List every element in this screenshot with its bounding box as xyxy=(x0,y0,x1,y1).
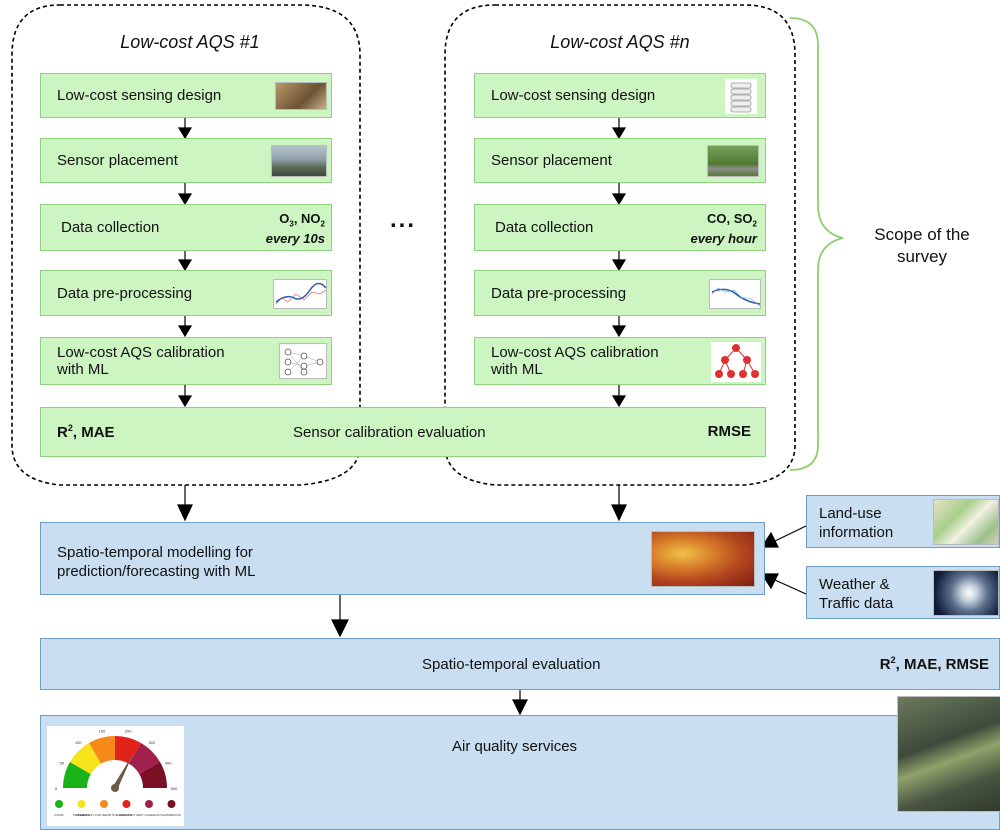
metric-left: R2, MAE xyxy=(57,423,115,441)
column-1-outline xyxy=(11,4,361,486)
column-1-arrows xyxy=(177,117,193,522)
step-placement-label: Sensor placement xyxy=(491,152,612,169)
landuse-label: Land-use information xyxy=(819,505,894,541)
metric-right: RMSE xyxy=(707,423,751,440)
gauge-tick-label: 50 xyxy=(60,760,65,765)
calibration-line-1: Low-cost AQS calibration xyxy=(57,344,225,361)
spatio-eval-box: Spatio-temporal evaluation R2, MAE, RMSE xyxy=(40,638,1000,690)
gauge-needle xyxy=(112,754,133,788)
step-design-label: Low-cost sensing design xyxy=(57,87,222,104)
spatio-modelling-label: Spatio-temporal modelling for prediction… xyxy=(57,544,256,580)
step-collection-1: Data collection O3, NO2 every 10s xyxy=(40,204,332,251)
sensor-eval-bar: R2, MAE Sensor calibration evaluation RM… xyxy=(40,407,766,457)
frequency-label: every hour xyxy=(690,231,757,246)
radiation-shield-image xyxy=(725,79,757,114)
column-n-title: Low-cost AQS #n xyxy=(550,32,690,52)
step-design-n: Low-cost sensing design xyxy=(474,73,766,118)
gauge-category-dot xyxy=(122,800,131,808)
landuse-box: Land-use information xyxy=(806,495,1000,548)
ellipsis: ... xyxy=(390,206,417,233)
step-design-1: Low-cost sensing design xyxy=(40,73,332,118)
gauge-category-label: UNHEALTHY xyxy=(118,813,136,817)
timeseries-plot-image xyxy=(273,279,327,309)
gauge-category-label: GOOD xyxy=(54,813,64,817)
gauge-segment xyxy=(139,762,167,788)
step-preprocessing-label: Data pre-processing xyxy=(57,284,193,302)
scope-label: Scope of the survey xyxy=(874,225,970,266)
sensor-eval-label: Sensor calibration evaluation xyxy=(293,424,486,441)
gauge-category-dot xyxy=(167,800,176,808)
step-collection-label: Data collection xyxy=(61,219,160,236)
city-map-image xyxy=(897,696,1000,812)
gauge-segment xyxy=(63,762,91,788)
gauge-segment xyxy=(69,742,101,774)
gauge-tick-label: 100 xyxy=(75,740,82,745)
step-calibration-n: Low-cost AQS calibration with ML xyxy=(474,337,766,385)
gauge-category-dot xyxy=(55,800,63,808)
timeseries-plot-image xyxy=(709,279,761,309)
column-n-arrows xyxy=(611,117,627,522)
calibration-line-1: Low-cost AQS calibration xyxy=(491,344,659,361)
scope-brace xyxy=(789,17,844,471)
gauge-tick-label: 150 xyxy=(99,728,106,733)
decision-tree-icon xyxy=(711,342,761,382)
spatio-modelling-box: Spatio-temporal modelling for prediction… xyxy=(40,522,765,595)
step-placement-1: Sensor placement xyxy=(40,138,332,183)
landuse-map-image xyxy=(933,499,999,545)
frequency-label: every 10s xyxy=(265,231,325,246)
gauge-segment xyxy=(115,736,141,764)
calibration-line-2: with ML xyxy=(57,361,109,378)
column-1-title: Low-cost AQS #1 xyxy=(120,32,260,52)
gauge-category-label: HAZARDOUS xyxy=(162,813,181,817)
side-input-arrows xyxy=(760,525,807,595)
gauge-category-dot xyxy=(145,800,153,808)
gauge-segment xyxy=(89,736,115,764)
gauge-segment xyxy=(129,742,161,774)
park-photo-image xyxy=(707,145,759,177)
gauge-tick-label: 400 xyxy=(165,760,172,765)
gauge-hub xyxy=(111,784,119,792)
gauge-tick-label: 200 xyxy=(125,728,132,733)
sensor-board-image xyxy=(275,82,327,110)
gauge-tick-label: 0 xyxy=(55,786,58,791)
gauge-category-dot xyxy=(100,800,108,808)
heatmap-image xyxy=(651,531,755,587)
weather-label: Weather & Traffic data xyxy=(819,576,894,612)
layer-arrows xyxy=(331,595,528,716)
step-collection-n: Data collection CO, SO2 every hour xyxy=(474,204,766,251)
step-preprocessing-n: Data pre-processing xyxy=(474,270,766,316)
step-placement-label: Sensor placement xyxy=(57,152,178,169)
neural-network-icon xyxy=(279,343,327,379)
street-photo-image xyxy=(271,145,327,177)
spatio-eval-label: Spatio-temporal evaluation xyxy=(422,656,601,673)
gauge-category-label: VERY UNHEALTHY xyxy=(136,813,163,817)
step-preprocessing-label: Data pre-processing xyxy=(491,284,627,302)
gauge-category-label: UNHEALTHY FOR SENSITIVE GROUPS xyxy=(76,813,131,817)
step-calibration-1: Low-cost AQS calibration with ML xyxy=(40,337,332,385)
weather-box: Weather & Traffic data xyxy=(806,566,1000,619)
step-design-label: Low-cost sensing design xyxy=(491,87,656,104)
gauge-tick-label: 300 xyxy=(148,740,155,745)
calibration-line-2: with ML xyxy=(491,361,543,378)
column-n-outline xyxy=(444,4,796,486)
gauge-tick-label: 500 xyxy=(171,786,178,791)
hurricane-image xyxy=(933,570,999,616)
gauge-category-label: MODERATE xyxy=(73,813,90,817)
step-placement-n: Sensor placement xyxy=(474,138,766,183)
pollutants-label: O3, NO2 xyxy=(279,211,325,229)
aq-services-label: Air quality services xyxy=(452,738,578,755)
step-collection-label: Data collection xyxy=(495,219,594,236)
gauge-category-dot xyxy=(77,800,86,808)
step-preprocessing-1: Data pre-processing xyxy=(40,270,332,316)
pollutants-label: CO, SO2 xyxy=(707,211,757,229)
aq-services-box: Air quality services 0 50 100 150 200 300 400 5… xyxy=(40,696,1000,830)
spatio-eval-metrics: R2, MAE, RMSE xyxy=(879,655,989,673)
